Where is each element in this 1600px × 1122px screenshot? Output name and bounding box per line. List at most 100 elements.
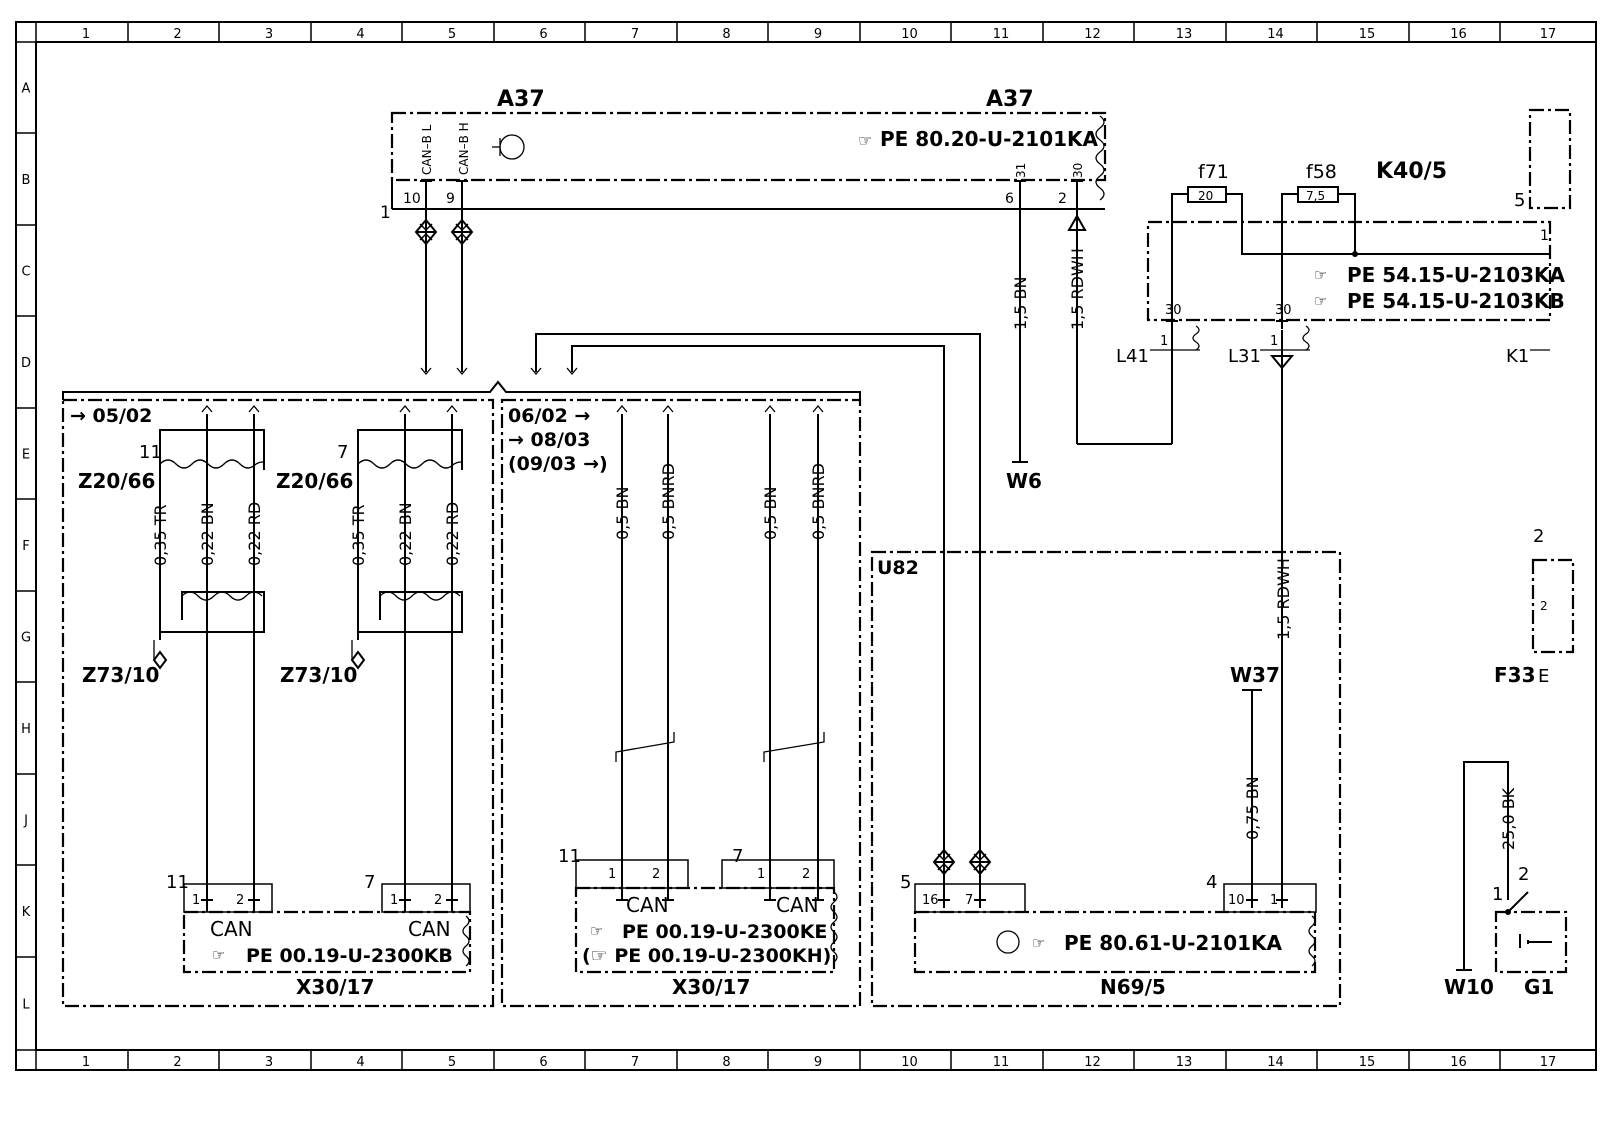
k40-ref-2: PE 54.15-U-2103KB bbox=[1347, 289, 1565, 313]
a37-pin-6: 6 bbox=[1005, 191, 1014, 207]
col-label-top-15: 15 bbox=[1359, 27, 1376, 42]
left-can-1: CAN bbox=[210, 917, 253, 941]
x30-pin-1: 1 bbox=[390, 893, 398, 908]
col-label-bottom-12: 12 bbox=[1084, 1055, 1101, 1070]
row-label-A: A bbox=[22, 82, 31, 97]
col-label-bottom-2: 2 bbox=[173, 1055, 181, 1070]
col-label-bottom-8: 8 bbox=[722, 1055, 730, 1070]
z73-label: Z73/10 bbox=[82, 663, 159, 687]
row-label-J: J bbox=[23, 814, 28, 829]
left-group-pin: 11 bbox=[139, 442, 162, 463]
mid-wire-2: 0,5 BN bbox=[761, 404, 780, 901]
section-mid-ref-1: PE 00.19-U-2300KE bbox=[622, 921, 827, 943]
a37-signal-30: 30 bbox=[1071, 163, 1085, 178]
left-group-pin: 7 bbox=[337, 442, 348, 463]
row-label-G: G bbox=[21, 631, 31, 646]
a37-module: A37 A37 ☞ PE 80.20-U-2101KA 1 10 9 6 2 C… bbox=[380, 87, 1107, 223]
col-label-top-12: 12 bbox=[1084, 27, 1101, 42]
k40-ref-1: PE 54.15-U-2103KA bbox=[1347, 263, 1566, 287]
section-left-05-02: → 05/02 bbox=[61, 398, 495, 1008]
w37-wire-color: 0,75 BN bbox=[1243, 776, 1262, 840]
col-label-top-14: 14 bbox=[1267, 27, 1284, 42]
fuse-f71-rating: 20 bbox=[1198, 189, 1213, 203]
section-mid-ref-2: (☞ PE 00.19-U-2300KH) bbox=[582, 945, 831, 967]
col-label-bottom-15: 15 bbox=[1359, 1055, 1376, 1070]
col-label-bottom-9: 9 bbox=[814, 1055, 822, 1070]
k40-right-pin: 5 bbox=[1514, 190, 1525, 211]
section-left-date: → 05/02 bbox=[70, 405, 152, 427]
section-mid-date-1: 06/02 → bbox=[508, 405, 590, 427]
col-label-bottom-16: 16 bbox=[1450, 1055, 1467, 1070]
x30-conn-pin: 7 bbox=[364, 872, 375, 893]
mid-wire-color: 0,5 BNRD bbox=[659, 463, 678, 540]
col-label-top-17: 17 bbox=[1540, 27, 1557, 42]
u82-rdwh-color: 1,5 RDWH bbox=[1274, 558, 1293, 640]
col-label-top-1: 1 bbox=[82, 27, 90, 42]
mid-can-left: CAN bbox=[626, 893, 669, 917]
u82-pin-10: 10 bbox=[1228, 893, 1245, 908]
section-mid-x30-label: X30/17 bbox=[672, 975, 750, 999]
a37-housing-break bbox=[1095, 115, 1105, 201]
a37-label-left: A37 bbox=[497, 87, 545, 112]
col-label-bottom-7: 7 bbox=[631, 1055, 639, 1070]
section-mid-pin-left: 11 bbox=[558, 846, 581, 867]
col-label-bottom-4: 4 bbox=[356, 1055, 364, 1070]
section-mid-pin-right: 7 bbox=[732, 846, 743, 867]
col-label-top-4: 4 bbox=[356, 27, 364, 42]
u82-module: U82 5 4 16 7 10 1 ☞ PE 80.61-U-2101KA N6… bbox=[535, 333, 1342, 1008]
fuse-f71-name: f71 bbox=[1198, 161, 1229, 183]
row-label-H: H bbox=[21, 722, 31, 737]
fuse-f58-name: f58 bbox=[1306, 161, 1337, 183]
ground-w10: W10 bbox=[1444, 975, 1494, 999]
col-label-top-9: 9 bbox=[814, 27, 822, 42]
k40-k1: K1 bbox=[1506, 346, 1529, 367]
k40-pin-1b: 1 bbox=[1270, 334, 1278, 349]
a37-signal-31: 31 bbox=[1014, 163, 1028, 178]
x30-pin-1: 1 bbox=[192, 893, 200, 908]
u82-pin-7: 7 bbox=[965, 893, 973, 908]
a37-wires: 1,5 BN 1,5 RDWH W6 bbox=[415, 189, 1173, 493]
svg-text:☞: ☞ bbox=[212, 946, 225, 964]
mid-pin2b: 2 bbox=[802, 867, 810, 882]
a37-signal-can-bl: CAN–B L bbox=[420, 124, 434, 175]
wire-color-bn: 0,22 BN bbox=[396, 502, 415, 566]
ground-w37: W37 bbox=[1230, 663, 1280, 687]
k40-fuse-relay-box: K40/5 f71 f58 20 7,5 ☞ PE 54.15-U-2103KA… bbox=[1116, 108, 1572, 550]
a37-pin-9: 9 bbox=[446, 191, 455, 207]
u82-pin-1: 1 bbox=[1270, 893, 1278, 908]
fuse-f58-rating: 7,5 bbox=[1306, 189, 1325, 203]
k40-l41: L41 bbox=[1116, 346, 1149, 367]
row-label-L: L bbox=[22, 998, 30, 1013]
f33-pin: 2 bbox=[1533, 526, 1544, 547]
a37-signal-can-bh: CAN–B H bbox=[457, 122, 471, 175]
wire-color-tr: 0,35 TR bbox=[349, 504, 368, 566]
wire-color-bn: 0,22 BN bbox=[198, 502, 217, 566]
g1-pin-2: 2 bbox=[1518, 864, 1529, 885]
row-label-K: K bbox=[22, 905, 31, 920]
mid-wire-color: 0,5 BN bbox=[761, 487, 780, 540]
k40-l31: L31 bbox=[1228, 346, 1261, 367]
col-label-bottom-10: 10 bbox=[901, 1055, 918, 1070]
x30-conn-pin: 11 bbox=[166, 872, 189, 893]
u82-pin-16: 16 bbox=[922, 893, 939, 908]
col-label-bottom-11: 11 bbox=[993, 1055, 1010, 1070]
wire-color-rd: 0,22 RD bbox=[245, 502, 264, 566]
left-can-2: CAN bbox=[408, 917, 451, 941]
x30-pin-2: 2 bbox=[236, 893, 244, 908]
a37-pin-2: 2 bbox=[1058, 191, 1067, 207]
k40-pin-30b: 30 bbox=[1275, 303, 1292, 318]
mid-pin1a: 1 bbox=[608, 867, 616, 882]
mid-pin2a: 2 bbox=[652, 867, 660, 882]
col-label-top-8: 8 bbox=[722, 27, 730, 42]
ref-hand-icon: ☞ bbox=[858, 131, 872, 150]
right-edge-components: 2 2 F33 E 25,0 BK 2 1 W10 G1 bbox=[1444, 526, 1575, 999]
mid-can-right: CAN bbox=[776, 893, 819, 917]
mid-wire-color: 0,5 BN bbox=[613, 487, 632, 540]
